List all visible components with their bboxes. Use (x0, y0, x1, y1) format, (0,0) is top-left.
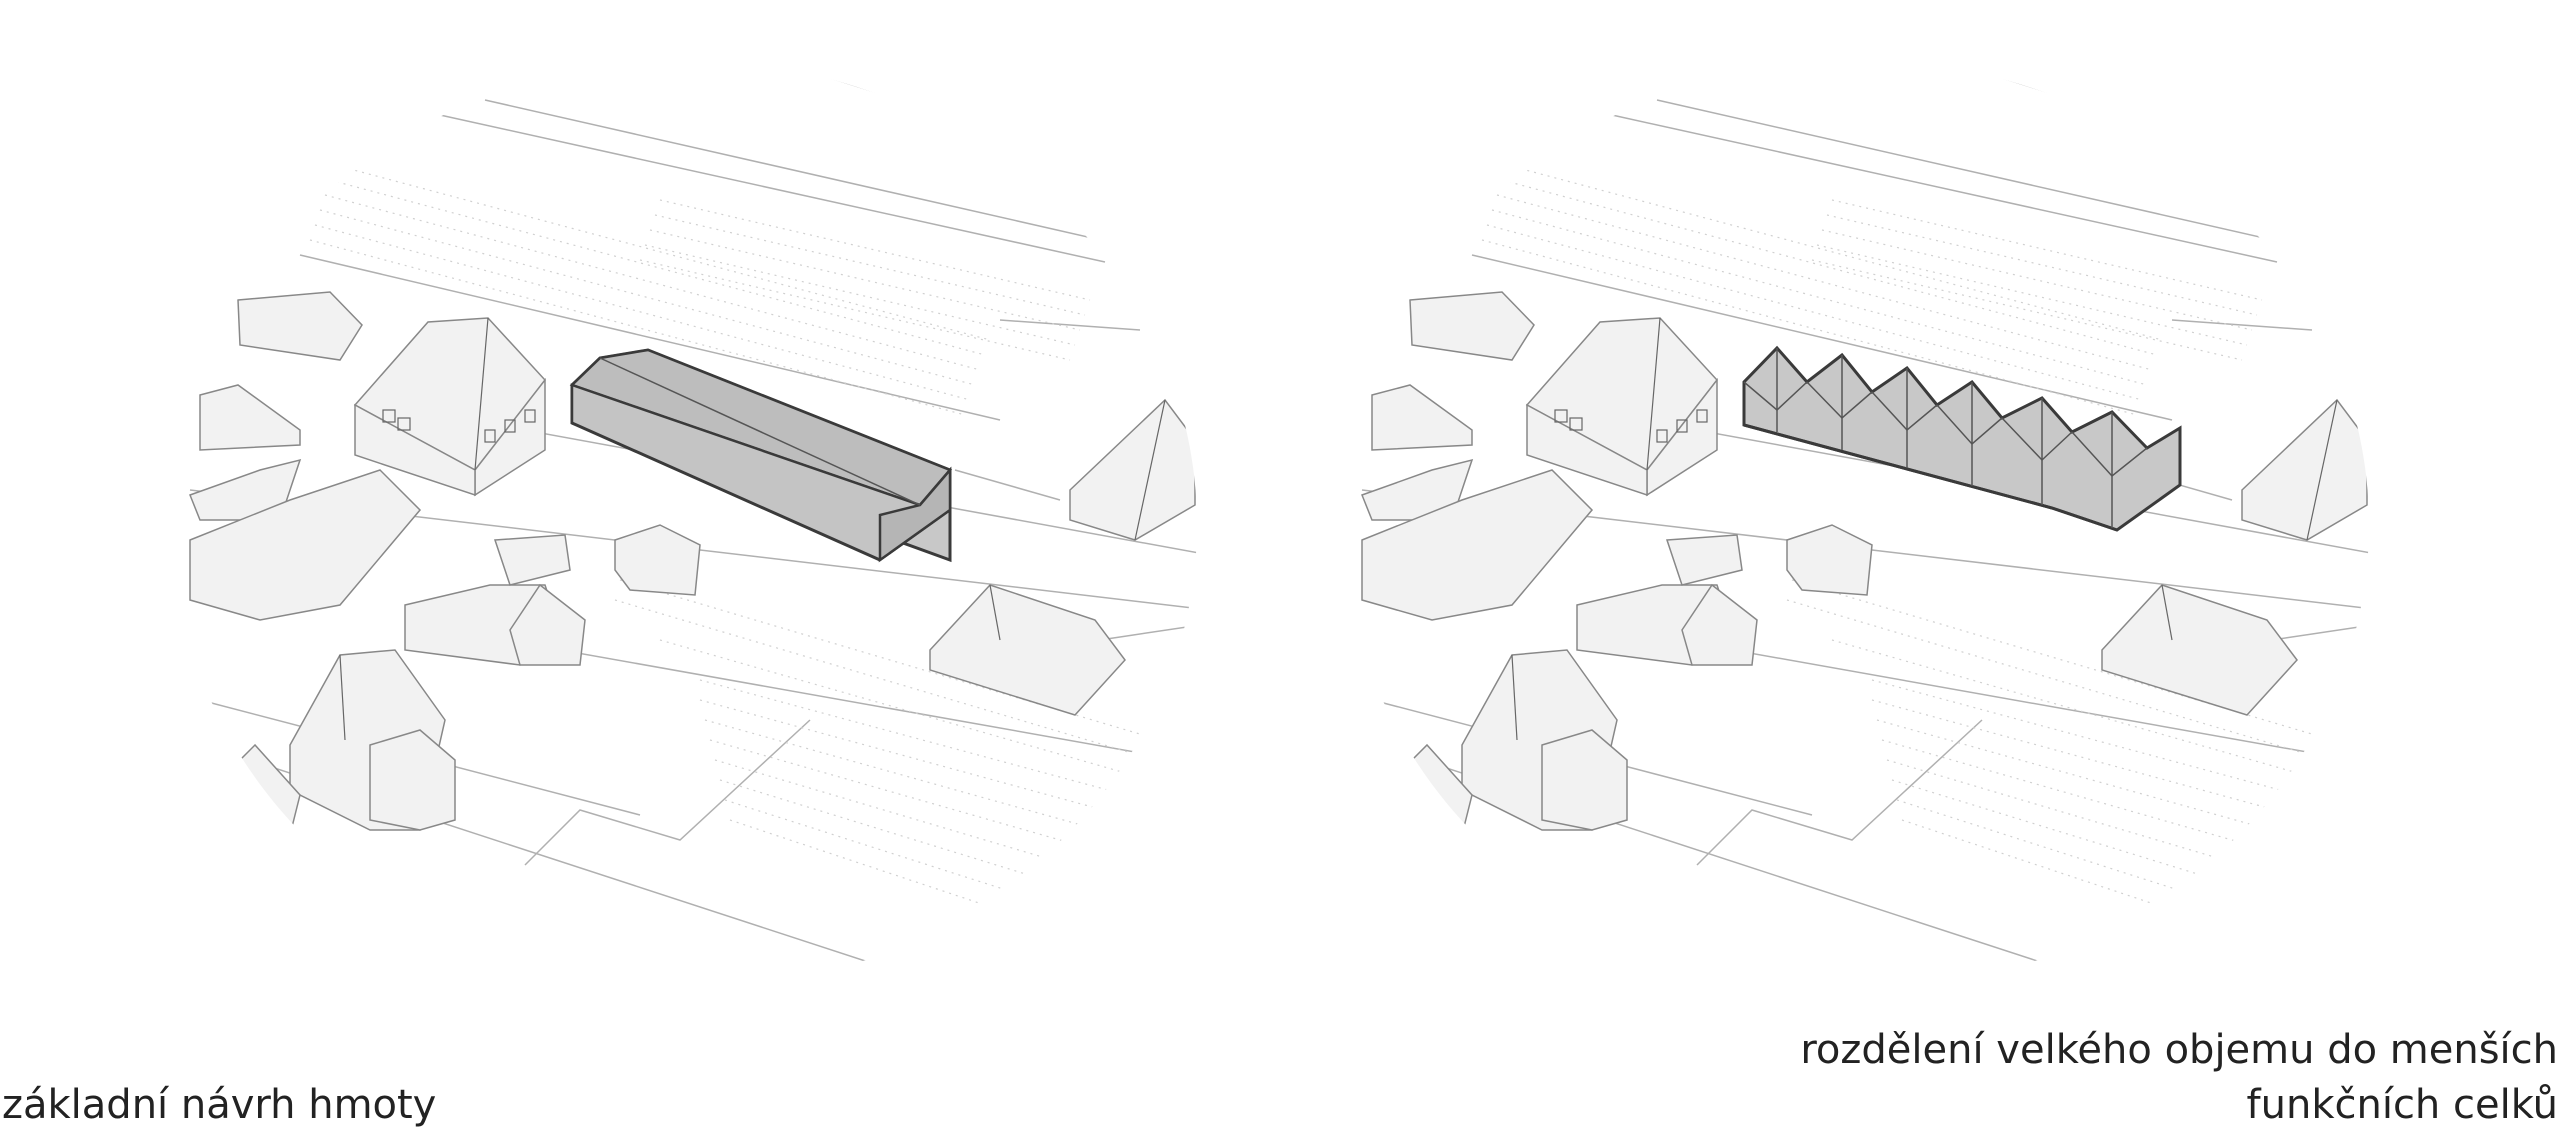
caption-divided-volume-line2: funkčních celků (2246, 1082, 2558, 1128)
caption-basic-mass: základní návrh hmoty (2, 1082, 437, 1128)
proposed-volume (569, 348, 953, 563)
caption-divided-volume-line1: rozdělení velkého objemu do menších (1800, 1027, 2558, 1073)
caption-divided-volume: rozdělení velkého objemu do menších funk… (1800, 1023, 2558, 1133)
main-building-gable (878, 466, 952, 563)
panel-basic-mass (189, 61, 1197, 990)
proposed-volume-segmented (1742, 345, 2182, 532)
segmented-building (1742, 345, 2182, 532)
context-site (1361, 61, 2369, 990)
context-site (189, 61, 1197, 990)
panel-divided-volume (1361, 61, 2369, 990)
